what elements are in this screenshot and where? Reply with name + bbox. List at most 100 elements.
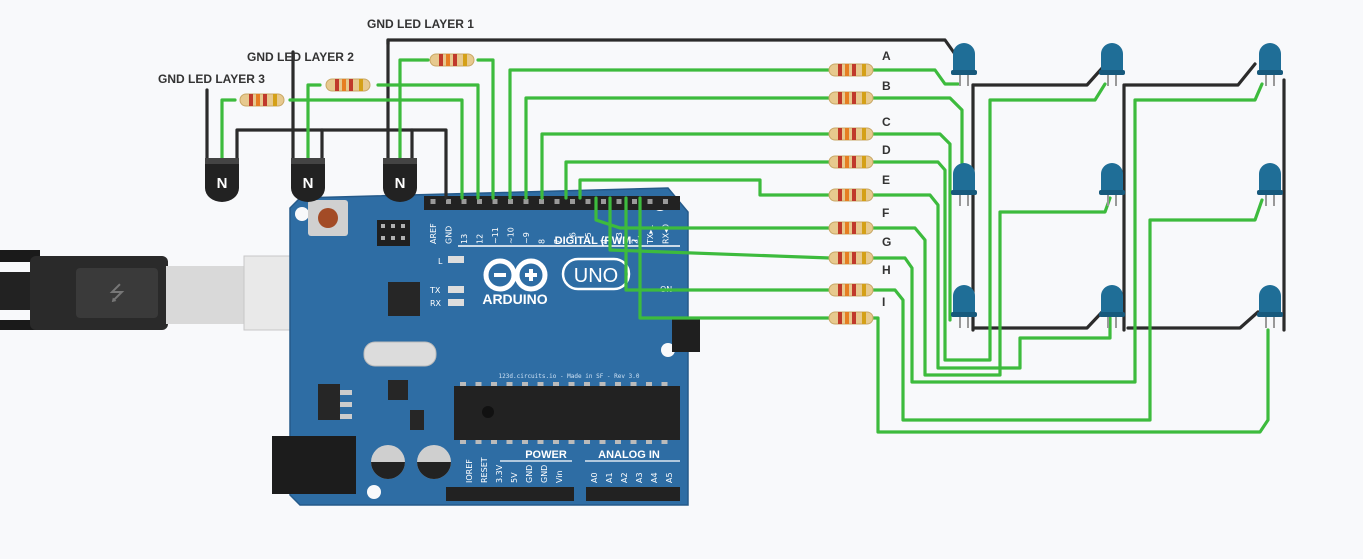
resistor-label: B — [882, 79, 891, 93]
resistor — [828, 91, 874, 105]
gnd-wire — [971, 62, 1257, 87]
small-chip — [388, 380, 408, 400]
power-pin-label: RESET — [480, 457, 489, 483]
power-pin-label: Vin — [555, 470, 564, 483]
signal-wire — [220, 98, 237, 164]
resistor — [239, 93, 285, 107]
gnd-layer-3-label: GND LED LAYER 3 — [158, 72, 265, 86]
model-badge — [561, 257, 631, 291]
resistor — [828, 311, 874, 325]
resistor — [828, 188, 874, 202]
signal-wire — [870, 82, 1107, 362]
digital-pin-label: 7 — [553, 239, 562, 244]
regulator — [318, 384, 340, 420]
resistor-label: A — [882, 49, 891, 63]
resistor — [828, 221, 874, 235]
power-pin-label: GND — [540, 465, 549, 483]
npn-transistor: N — [205, 158, 239, 202]
digital-pin-label: TX▸1 — [646, 225, 655, 245]
led — [951, 285, 977, 328]
led — [1099, 163, 1125, 206]
signal-wire — [870, 82, 1264, 384]
digital-pin-label: 8 — [538, 239, 547, 244]
arduino-logo — [483, 258, 548, 292]
resistor-label: I — [882, 295, 885, 309]
led-l — [448, 256, 464, 263]
analog-pin-label: A0 — [590, 472, 599, 483]
signal-wire — [870, 198, 1264, 422]
digital-pin-label: ~3 — [615, 232, 624, 244]
signal-wire — [376, 83, 480, 200]
power-pin-label: 3.3V — [495, 464, 504, 483]
resistor — [828, 283, 874, 297]
transistor-label: N — [303, 175, 314, 192]
signal-wire — [870, 68, 960, 86]
analog-pin-label: A3 — [635, 472, 644, 483]
resistor-label: D — [882, 143, 891, 157]
signal-wire — [508, 68, 832, 200]
signal-wire — [608, 196, 832, 260]
resistor — [828, 251, 874, 265]
resistors — [239, 53, 874, 325]
signal-wire — [564, 160, 832, 200]
signal-wire — [638, 196, 832, 320]
resistor — [325, 78, 371, 92]
led — [951, 43, 977, 86]
npn-transistor: N — [383, 158, 417, 202]
signal-wire — [306, 83, 322, 164]
gnd-layer-2-label: GND LED LAYER 2 — [247, 50, 354, 64]
usb-metal — [166, 266, 246, 324]
signal-wire — [870, 193, 1112, 370]
credit-text: 123d.circuits.io - Made in SF - Rev 3.0 — [499, 373, 640, 380]
transistor-label: N — [217, 175, 228, 192]
gnd-wire — [410, 128, 448, 200]
signal-wire — [476, 58, 495, 200]
resistor — [828, 127, 874, 141]
signal-wire — [870, 196, 1112, 377]
led — [1099, 43, 1125, 86]
signal-wire — [870, 132, 952, 322]
analog-header-label: ANALOG IN — [598, 449, 660, 461]
signal-wire — [870, 316, 1270, 434]
digital-pin-label: ~9 — [522, 232, 531, 244]
led — [951, 163, 977, 206]
brand-text: ARDUINO — [482, 291, 547, 307]
resistor-label: E — [882, 173, 890, 187]
signal-wire — [398, 58, 430, 164]
digital-pin-label: ~6 — [569, 232, 578, 244]
digital-header — [424, 196, 680, 210]
led-label-l: L — [438, 257, 443, 266]
led-label-tx: TX — [429, 286, 441, 295]
crystal — [363, 341, 437, 367]
gnd-wire — [973, 308, 1260, 330]
power-jack — [272, 436, 356, 494]
analog-header — [586, 487, 680, 501]
mount-hole — [367, 485, 381, 499]
icsp-header — [377, 220, 410, 246]
power-pin-label: 5V — [510, 472, 519, 483]
mount-hole — [661, 343, 675, 357]
digital-pin-label: ~10 — [507, 227, 516, 244]
led — [1257, 285, 1283, 328]
resistor-label: G — [882, 235, 891, 249]
digital-header-label: DIGITAL (PWM~) — [555, 235, 642, 247]
resistor — [828, 63, 874, 77]
digital-pin-label: ~11 — [491, 227, 500, 244]
resistor-label: C — [882, 115, 891, 129]
digital-pin-label: AREF — [429, 223, 438, 244]
signal-wire — [524, 96, 832, 200]
signal-wire — [870, 96, 964, 182]
model-text: UNO — [574, 265, 618, 287]
led — [1257, 163, 1283, 206]
usb-icon: ⭍ — [109, 281, 126, 305]
led-matrix — [951, 43, 1283, 328]
analog-pin-label: A4 — [650, 472, 659, 483]
usb-chip — [388, 282, 420, 316]
signal-wire — [540, 132, 832, 200]
resistor-label: H — [882, 263, 891, 277]
